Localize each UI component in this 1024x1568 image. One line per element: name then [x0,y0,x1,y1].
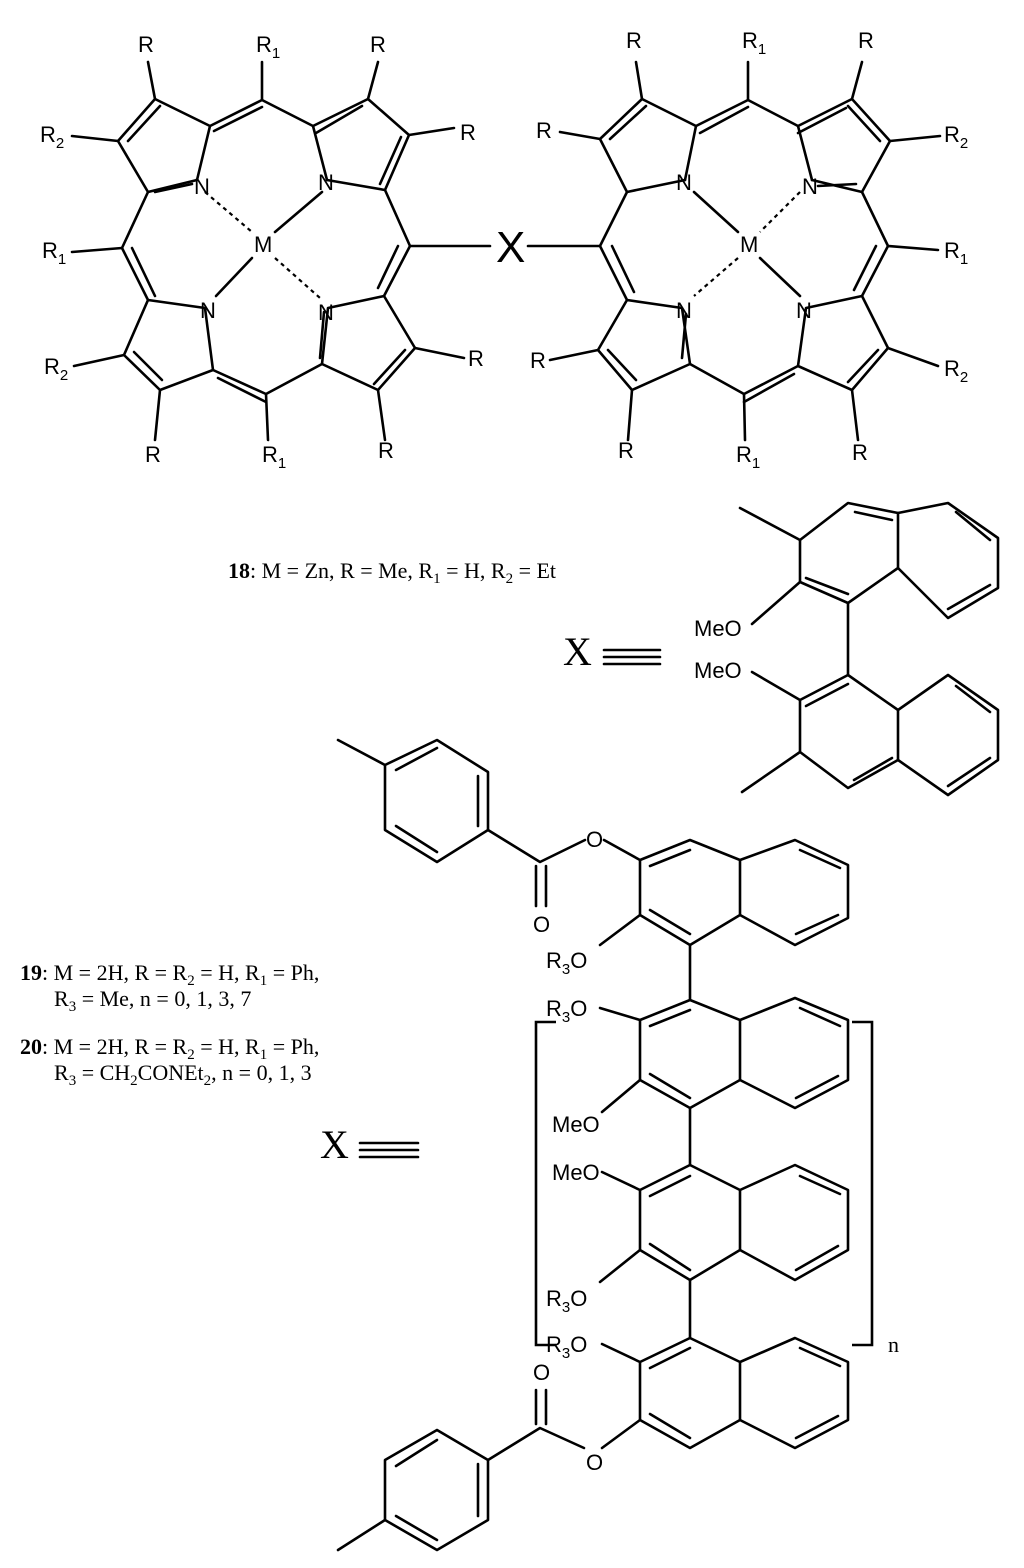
atom-label-meo: MeO [694,658,742,683]
atom-label-r: R [852,440,868,465]
atom-label-r1: R1 [742,28,766,58]
binaphthyl-linker-18: X [563,501,1000,797]
linker-x-label: X [563,629,592,674]
right-porphyrin [526,60,942,442]
atom-label-r: R [138,32,154,57]
atom-label-r1: R1 [42,238,66,268]
caption-compound-20-line1: 20: M = 2H, R = R2 = H, R1 = Ph, [20,1034,319,1063]
linker-x-label: X [320,1122,349,1167]
atom-label-n: N [200,298,216,323]
repeat-count-n: n [888,1332,899,1357]
atom-label-r: R [626,28,642,53]
atom-label-n: N [802,174,818,199]
atom-label-n: N [318,170,334,195]
atom-label-r: R [536,118,552,143]
atom-label-meo: MeO [552,1160,600,1185]
atom-label-meo: MeO [694,616,742,641]
atom-label-r: R [468,346,484,371]
atom-label-r3o: R3O [546,1286,587,1316]
atom-label-r1: R1 [736,442,760,472]
caption-compound-20-line2: R3 = CH2CONEt2, n = 0, 1, 3 [54,1060,312,1089]
atom-label-n: N [676,298,692,323]
right-porphyrin-labels: R R1 R R R2 N N M R1 N N R R2 R R1 R [530,28,968,472]
atom-label-r: R [145,442,161,467]
linker-x-label: X [496,223,525,272]
atom-label-o: O [533,912,550,937]
atom-label-r: R [618,438,634,463]
atom-label-r3o: R3O [546,996,587,1026]
atom-label-n: N [676,170,692,195]
caption-compound-19-line2: R3 = Me, n = 0, 1, 3, 7 [54,986,251,1015]
oligonaphthyl-linker-19-20: X [320,738,874,1552]
atom-label-r2: R2 [944,356,968,386]
atom-label-o: O [586,1450,603,1475]
atom-label-r: R [378,438,394,463]
left-porphyrin [70,60,492,442]
atom-label-m: M [740,232,758,257]
atom-label-o: O [533,1360,550,1385]
atom-label-r2: R2 [44,354,68,384]
atom-label-n: N [796,298,812,323]
atom-label-n: N [194,174,210,199]
atom-label-o: O [586,827,603,852]
atom-label-m: M [254,232,272,257]
atom-label-r3o: R3O [546,1332,587,1362]
atom-label-r: R [370,32,386,57]
atom-label-r3o: R3O [546,948,587,978]
caption-compound-19-line1: 19: M = 2H, R = R2 = H, R1 = Ph, [20,960,319,989]
atom-label-r2: R2 [40,122,64,152]
atom-label-r1: R1 [256,32,280,62]
atom-label-r: R [858,28,874,53]
atom-label-r1: R1 [944,238,968,268]
atom-label-meo: MeO [552,1112,600,1137]
atom-label-r1: R1 [262,442,286,472]
atom-label-r2: R2 [944,122,968,152]
atom-label-r: R [530,348,546,373]
atom-label-r: R [460,120,476,145]
caption-compound-18: 18: M = Zn, R = Me, R1 = H, R2 = Et [228,558,556,587]
left-porphyrin-labels: R R1 R R2 R N N R1 M X N N R2 R R R1 R [40,32,525,472]
atom-label-n: N [318,300,334,325]
